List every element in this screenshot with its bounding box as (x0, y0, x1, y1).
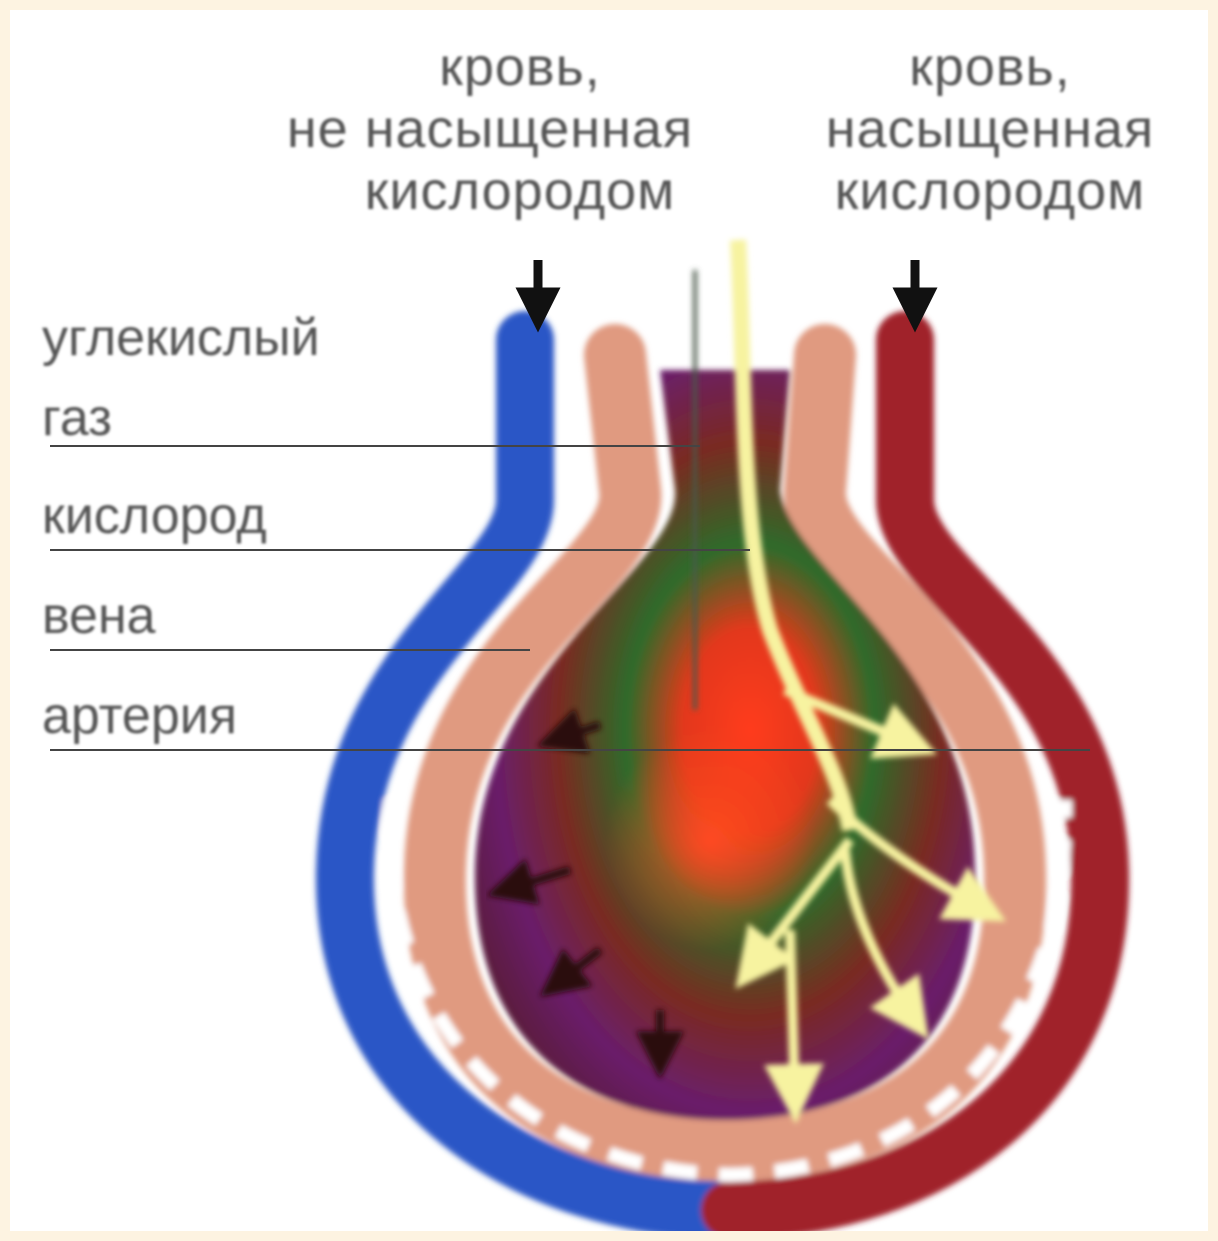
diagram-frame: кровь, не насыщенная кислородом кровь, н… (10, 10, 1208, 1231)
oxygenated-blood-label: кровь, насыщенная кислородом (770, 36, 1210, 222)
vein-label: вена (42, 586, 156, 646)
deoxygenated-blood-label: кровь, не насыщенная кислородом (220, 36, 760, 222)
oxygenated-line1: кровь, (770, 36, 1210, 98)
oxygen-label: кислород (42, 486, 267, 546)
carbon-dioxide-label-line2: газ (42, 388, 112, 448)
oxygenated-line2: насыщенная (770, 98, 1210, 160)
deoxygenated-line2: не насыщенная (220, 98, 760, 160)
carbon-dioxide-label-line1: углекислый (42, 308, 320, 368)
oxygenated-line3: кислородом (770, 160, 1210, 222)
deoxygenated-line1: кровь, (220, 36, 760, 98)
artery-label: артерия (42, 686, 237, 746)
deoxygenated-line3: кислородом (220, 160, 760, 222)
